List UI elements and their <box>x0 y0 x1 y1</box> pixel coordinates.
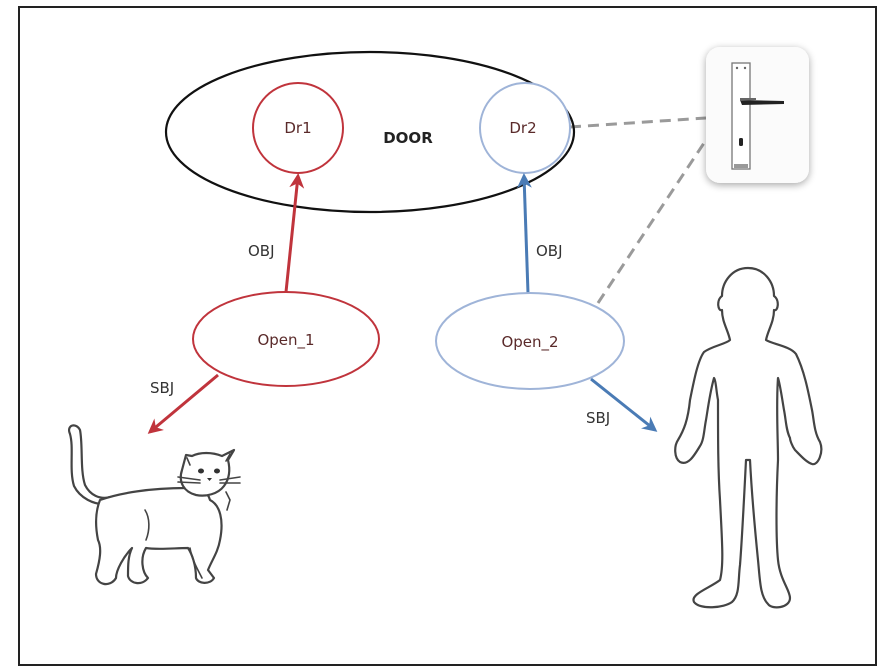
semantic-diagram: DOOR Dr1 Dr2 OBJ OBJ Open_1 Open_2 SBJ S… <box>68 47 823 609</box>
open1-node <box>192 291 380 387</box>
open1-label: Open_1 <box>257 331 314 350</box>
dashed-link-dr2-handle <box>569 116 707 129</box>
dr2-label: Dr2 <box>509 119 536 137</box>
dr1-label: Dr1 <box>284 119 311 137</box>
dr1-node <box>252 82 344 174</box>
sbj-arrow-open1 <box>147 373 219 434</box>
dr2-node <box>479 82 571 174</box>
open2-node <box>435 292 625 390</box>
obj-arrow-open1 <box>284 173 305 293</box>
cat-drawing <box>68 424 241 586</box>
open2-label: Open_2 <box>501 333 558 352</box>
door-ellipse <box>164 50 576 214</box>
person-silhouette <box>674 266 823 609</box>
sbj-label-1: SBJ <box>150 379 174 397</box>
dashed-link-open2-handle <box>596 139 708 304</box>
obj-label-1: OBJ <box>248 242 275 260</box>
obj-arrow-open2 <box>516 173 532 294</box>
sbj-label-2: SBJ <box>586 409 610 427</box>
door-handle-picture <box>706 47 809 183</box>
sbj-arrow-open2 <box>590 377 658 432</box>
door-handle-icon <box>731 62 784 170</box>
door-label: DOOR <box>383 129 433 147</box>
obj-label-2: OBJ <box>536 242 563 260</box>
